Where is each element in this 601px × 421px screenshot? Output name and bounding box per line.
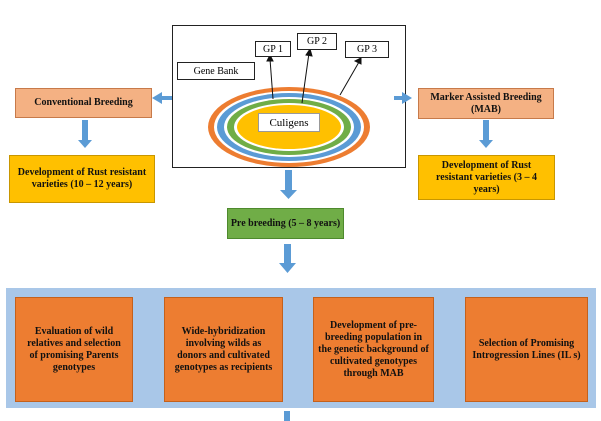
arrow-down-panel-icon: [279, 244, 296, 273]
arrow-down-center-icon: [280, 170, 297, 199]
conventional-result-box: Development of Rust resistant varieties …: [9, 155, 155, 203]
gp2-label: GP 2: [297, 33, 337, 50]
step-box-4: Selection of Promising Introgression Lin…: [465, 297, 588, 402]
gp3-label: GP 3: [345, 41, 389, 58]
arrow-right-icon: [394, 92, 412, 104]
mab-result-box: Development of Rust resistant varieties …: [418, 155, 555, 200]
arrow-down-left-icon: [78, 120, 92, 148]
step-box-2: Wide-hybridization involving wilds as do…: [164, 297, 283, 402]
gp1-arrow: [269, 58, 274, 100]
conventional-breeding-box: Conventional Breeding: [15, 88, 152, 118]
arrow-stub-bottom: [284, 411, 290, 421]
culigens-label: Culigens: [258, 113, 320, 132]
gene-bank-label: Gene Bank: [177, 62, 255, 80]
arrow-left-icon: [152, 92, 172, 104]
step-box-1: Evaluation of wild relatives and selecti…: [15, 297, 133, 402]
step-box-3: Development of pre-breeding population i…: [313, 297, 434, 402]
gp2-arrow: [301, 52, 310, 104]
gp1-label: GP 1: [255, 41, 291, 57]
arrow-down-right-icon: [479, 120, 493, 148]
pre-breeding-box: Pre breeding (5 – 8 years): [227, 208, 344, 239]
mab-box: Marker Assisted Breeding (MAB): [418, 88, 554, 119]
gp3-arrow: [339, 61, 360, 96]
